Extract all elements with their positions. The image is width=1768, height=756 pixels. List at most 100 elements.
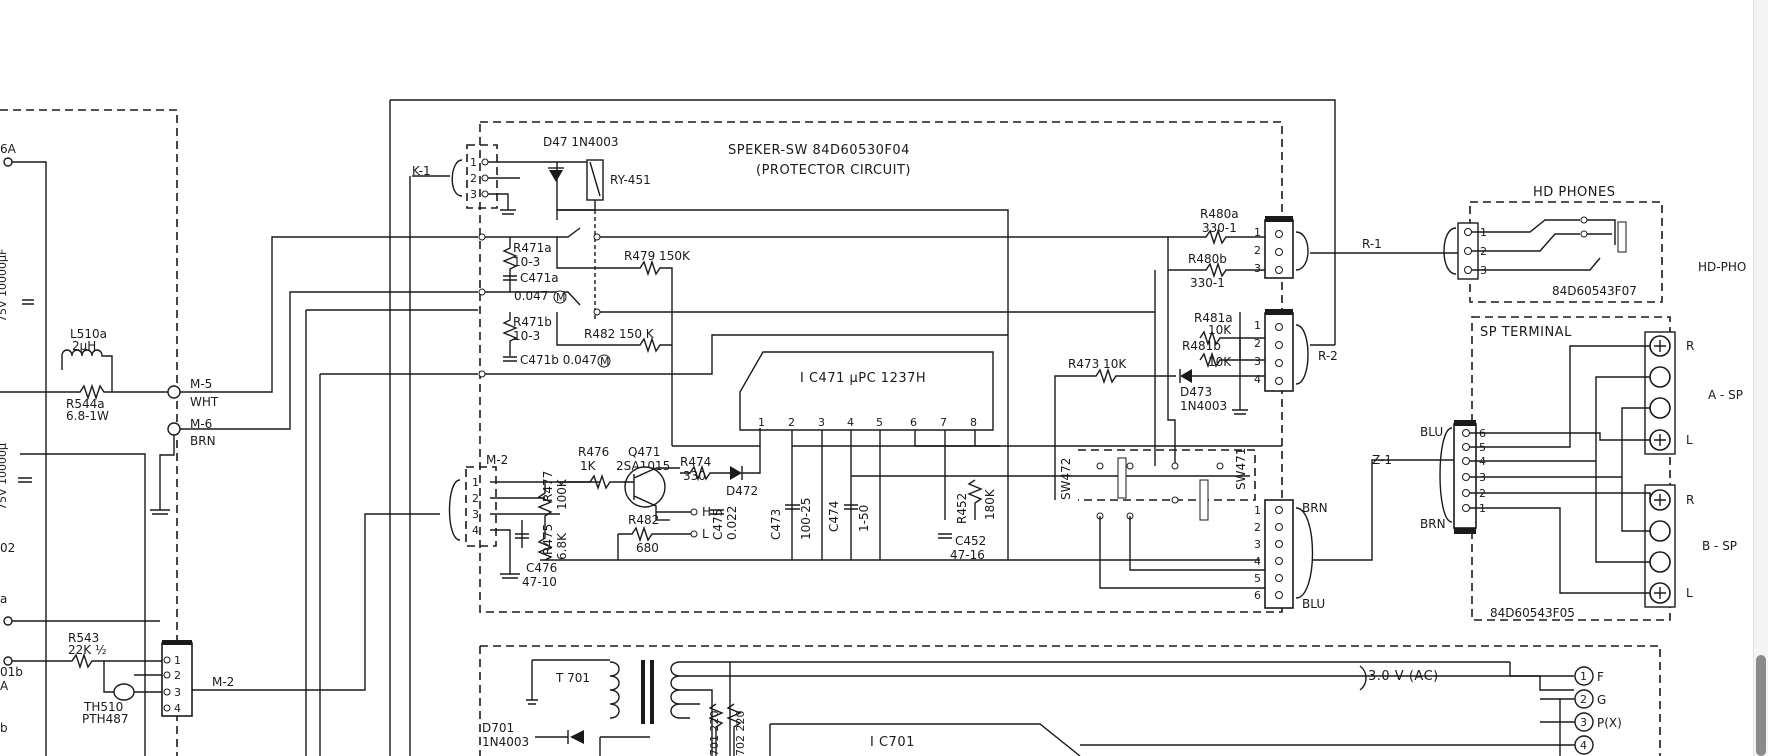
c476-value: 47-10 [522, 575, 557, 589]
l510a-label: L510a [70, 327, 107, 341]
r479-label: R479 150K [624, 249, 691, 263]
d701-label: D701 [482, 721, 514, 735]
r480b-value: 330-1 [1190, 276, 1225, 290]
c471a-value: 0.047 [514, 289, 548, 303]
c473-value: 100-25 [799, 497, 813, 540]
left-conn-pin-2: 2 [174, 669, 181, 682]
output-px: P(X) [1597, 716, 1622, 730]
l-terminal: L [702, 527, 709, 541]
r481a-label: R481a [1194, 311, 1233, 325]
protector-board: SPEKER-SW 84D60530F04 (PROTECTOR CIRCUIT… [412, 121, 1461, 613]
c473-label: C473 [769, 509, 783, 540]
left-conn-pin-4: 4 [174, 702, 181, 715]
r1-pin-3: 3 [1254, 262, 1261, 275]
r471b-value: 10-3 [513, 329, 540, 343]
r471a-value: 10-3 [513, 255, 540, 269]
hd-phones-part: 84D60543F07 [1552, 284, 1637, 298]
r477-label: R477 [541, 471, 555, 502]
output-g: G [1597, 693, 1606, 707]
r473-label: R473 10K [1068, 357, 1127, 371]
brn-label: BRN [190, 434, 216, 448]
t701-label: T 701 [555, 671, 590, 685]
label-a2: A [0, 679, 9, 693]
b-sp-l-label: L [1686, 586, 1693, 600]
k1-pin-3: 3 [470, 188, 477, 201]
output-f: F [1597, 670, 1604, 684]
ac-voltage-label: 3.0 V (AC) [1368, 669, 1439, 684]
r2-pin-1: 1 [1254, 319, 1261, 332]
r702-label: 702 220 [734, 711, 747, 756]
ic-pin-2: 2 [788, 416, 795, 429]
k1-pin-1: 1 [470, 156, 477, 169]
r481b-label: R481b [1182, 339, 1221, 353]
left-conn-pin-3: 3 [174, 686, 181, 699]
m2-pin-1: 1 [472, 476, 479, 489]
th510-part: PTH487 [82, 712, 129, 726]
ic701-label: I C701 [870, 735, 915, 750]
left-power-board: 6A 75V 10000μF L510a 2μH R544a 6.8-1W M-… [0, 109, 440, 756]
label-6a: 6A [0, 142, 17, 156]
sp-terminal-board: SP TERMINAL 84D60543F05 BLU BRN 6 5 4 3 … [1420, 316, 1743, 621]
r476-label: R476 [578, 445, 609, 459]
label-02: 02 [0, 541, 15, 555]
c476-label: C476 [526, 561, 557, 575]
out-blu-label: BLU [1302, 597, 1325, 611]
label-b: b [0, 721, 8, 735]
svg-text:1: 1 [1580, 670, 1587, 683]
r475-label: R475 [541, 524, 555, 555]
sp-terminal-title: SP TERMINAL [1480, 325, 1572, 340]
c471b-label: C471b 0.047 [520, 353, 597, 367]
r480a-label: R480a [1200, 207, 1239, 221]
vertical-scrollbar[interactable] [1753, 0, 1768, 756]
hd-phones-board: HD PHONES 84D60543F07 1 2 3 HD-PHO [1443, 185, 1746, 303]
b-sp-r-label: R [1686, 493, 1694, 507]
label-01b: 01b [0, 665, 23, 679]
m2-pin-2: 2 [472, 492, 479, 505]
r1-pin-1: 1 [1254, 226, 1261, 239]
cap-label-2: 75V 10000μ [0, 443, 9, 510]
z1-label: Z-1 [1372, 453, 1392, 467]
k1-label: K-1 [412, 164, 431, 178]
d47-label: D47 1N4003 [543, 135, 618, 149]
r452-value: 180K [983, 488, 997, 520]
hd-phones-side-label: HD-PHO [1698, 260, 1746, 274]
r471a-label: R471a [513, 241, 552, 255]
d473-part: 1N4003 [1180, 399, 1227, 413]
c474-value: 1-50 [857, 505, 871, 532]
q471-part: 2SA1015 [616, 459, 670, 473]
r2-pin-2: 2 [1254, 337, 1261, 350]
m2-pin-3: 3 [472, 508, 479, 521]
c471b-m-icon: M [600, 355, 610, 368]
r482a-label: R482 150 K [584, 327, 655, 341]
hd-phones-title: HD PHONES [1533, 185, 1615, 200]
out-brn-label: BRN [1302, 501, 1328, 515]
out-pin-4: 4 [1254, 555, 1261, 568]
r543-value: 22K ½ [68, 643, 107, 657]
r476-value: 1K [580, 459, 597, 473]
r480b-label: R480b [1188, 252, 1227, 266]
output-4: 4 [1580, 739, 1587, 752]
c471a-label: C471a [520, 271, 559, 285]
r475-value: 6.8K [555, 532, 569, 560]
m2-label: M-2 [486, 453, 508, 467]
protector-title: SPEKER-SW 84D60530F04 [728, 143, 910, 158]
a-sp-r-label: R [1686, 339, 1694, 353]
r544a-label: R544a [66, 397, 105, 411]
svg-text:2: 2 [1580, 693, 1587, 706]
r471b-label: R471b [513, 315, 552, 329]
r474-label: R474 [680, 455, 711, 469]
d472-label: D472 [726, 484, 758, 498]
ic-pin-3: 3 [818, 416, 825, 429]
a-sp-l-label: L [1686, 433, 1693, 447]
r701-label: 701 220 [708, 711, 721, 756]
r2-pin-4: 4 [1254, 373, 1261, 386]
sp-blu-label: BLU [1420, 425, 1443, 439]
ic-pin-8: 8 [970, 416, 977, 429]
ry451-label: RY-451 [610, 173, 651, 187]
left-conn-pin-1: 1 [174, 654, 181, 667]
r543-label: R543 [68, 631, 99, 645]
h-terminal: H [702, 505, 711, 519]
scrollbar-thumb[interactable] [1756, 655, 1766, 756]
c452-value: 47-16 [950, 548, 985, 562]
